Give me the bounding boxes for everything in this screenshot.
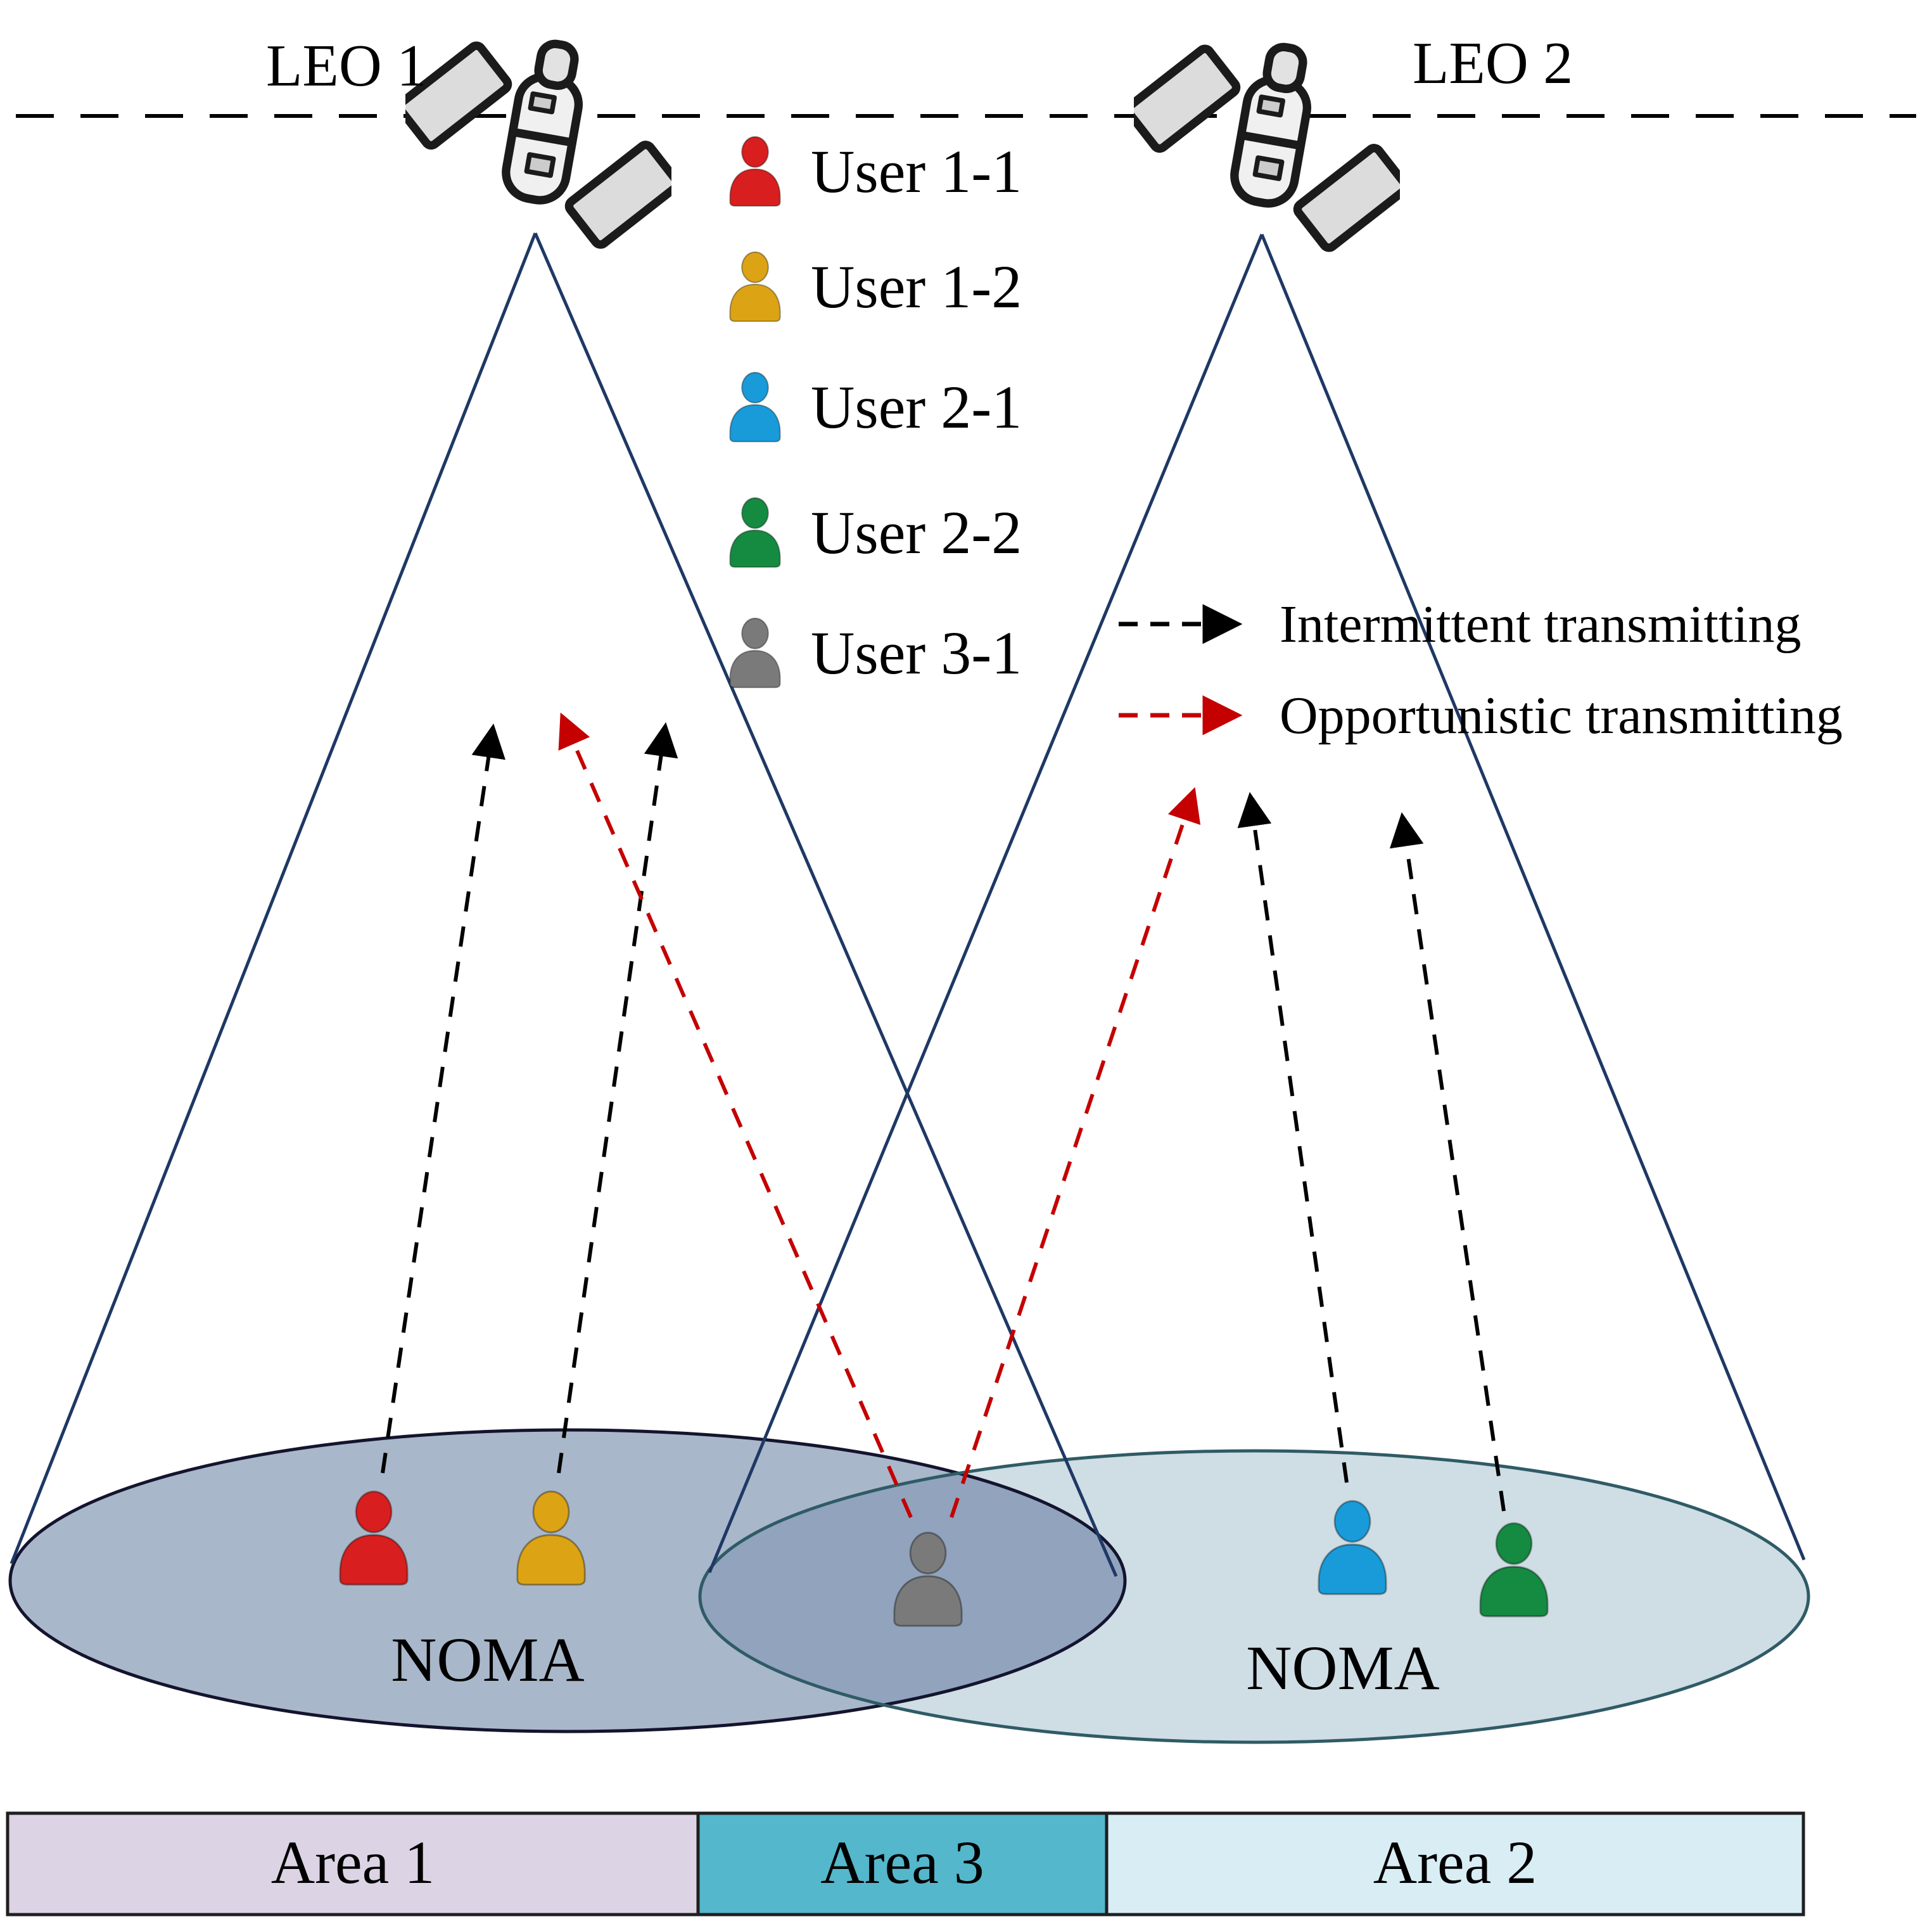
leo1-satellite-icon — [397, 39, 679, 247]
leo2-satellite-icon — [1126, 42, 1408, 250]
opportunistic-arrow-sample — [1119, 695, 1243, 736]
user-1-1-icon — [722, 134, 788, 208]
user-1-2-icon — [722, 250, 788, 323]
user-2-2-intermittent-arrow — [1389, 812, 1506, 1512]
legend-row-user-1-1: User 1-1 — [722, 124, 1022, 219]
user-1-1-label: User 1-1 — [811, 137, 1022, 205]
area-1-label: Area 1 — [270, 1828, 435, 1896]
leo1-beam-left-line — [10, 233, 537, 1564]
user-3-1-label: User 3-1 — [811, 618, 1022, 687]
user-2-1-icon — [722, 370, 788, 443]
user-2-2-label: User 2-2 — [811, 498, 1022, 566]
noma-overlap-region — [700, 1451, 1125, 1731]
leo2-label: LEO 2 — [1413, 30, 1573, 96]
leo2-beam-right-line — [1260, 234, 1806, 1560]
legend-row-user-1-2: User 1-2 — [722, 239, 1022, 334]
leo1-beam-right-line — [533, 233, 1118, 1577]
user-2-2-icon — [722, 495, 788, 569]
opportunistic-transmitting-label: Opportunistic transmitting — [1280, 686, 1843, 745]
area-3-label: Area 3 — [820, 1828, 984, 1896]
noma-left-label: NOMA — [391, 1624, 585, 1695]
user-3-1-icon — [722, 616, 788, 689]
noma-right-label: NOMA — [1246, 1633, 1440, 1703]
legend-row-user-2-1: User 2-1 — [722, 359, 1022, 454]
legend-row-intermittent: Intermittent transmitting — [1115, 589, 1802, 659]
leo1-label: LEO 1 — [266, 33, 427, 99]
area-2-rect — [1105, 1811, 1805, 1916]
right-noma-ellipse-outline — [698, 1449, 1810, 1744]
intermittent-arrow-sample — [1119, 604, 1243, 644]
user-1-1-intermittent-arrow — [381, 723, 505, 1474]
left-noma-ellipse-outline — [8, 1428, 1127, 1733]
intermittent-transmitting-label: Intermittent transmitting — [1280, 594, 1802, 654]
user-3-1-opportunistic-arrow-to-leo1 — [558, 712, 913, 1519]
leo2-beam-left-line — [708, 234, 1264, 1573]
area-2-label: Area 2 — [1373, 1828, 1537, 1896]
user-2-1-label: User 2-1 — [811, 373, 1022, 441]
legend-row-opportunistic: Opportunistic transmitting — [1115, 680, 1843, 750]
user-1-2-label: User 1-2 — [811, 252, 1022, 321]
legend-row-user-2-2: User 2-2 — [722, 485, 1022, 580]
user-1-2-intermittent-arrow — [557, 722, 678, 1474]
legend-row-user-3-1: User 3-1 — [722, 605, 1022, 700]
user-2-1-intermittent-arrow — [1237, 791, 1349, 1483]
